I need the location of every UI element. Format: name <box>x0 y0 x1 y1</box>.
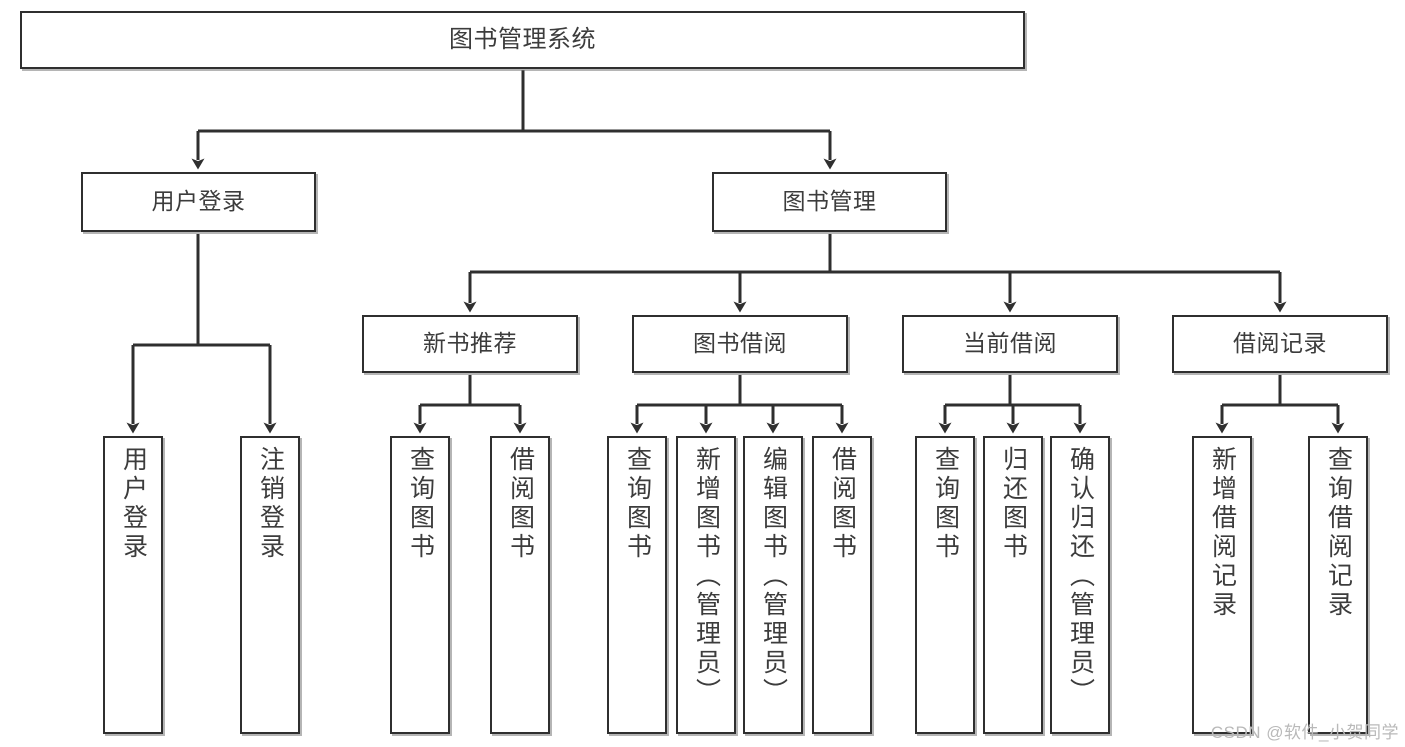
node-borrow-record[interactable]: 借阅记录 <box>1172 315 1388 373</box>
node-label: 图书借阅 <box>693 330 787 357</box>
node-book-borrow[interactable]: 图书借阅 <box>632 315 848 373</box>
leaf-record-add-borrow-record[interactable]: 新增借阅记录 <box>1192 436 1252 734</box>
node-label: 用户登录 <box>119 446 148 562</box>
node-label: 注销登录 <box>256 446 285 562</box>
leaf-user-login-logout[interactable]: 注销登录 <box>240 436 300 734</box>
leaf-current-query-book[interactable]: 查询图书 <box>915 436 975 734</box>
node-label: 当前借阅 <box>963 330 1057 357</box>
node-label: 查询借阅记录 <box>1324 446 1353 620</box>
node-label: 确认归还（管理员） <box>1066 446 1095 707</box>
leaf-record-query-borrow-record[interactable]: 查询借阅记录 <box>1308 436 1368 734</box>
leaf-borrow-borrow-book[interactable]: 借阅图书 <box>812 436 872 734</box>
node-label: 借阅记录 <box>1233 330 1327 357</box>
leaf-user-login-login[interactable]: 用户登录 <box>103 436 163 734</box>
node-label: 借阅图书 <box>506 446 535 562</box>
node-root-book-management-system[interactable]: 图书管理系统 <box>20 11 1025 69</box>
leaf-recommend-query-book[interactable]: 查询图书 <box>390 436 450 734</box>
node-label: 归还图书 <box>999 446 1028 562</box>
node-label: 查询图书 <box>623 446 652 562</box>
leaf-borrow-edit-book-admin[interactable]: 编辑图书（管理员） <box>743 436 803 734</box>
node-label: 图书管理 <box>782 188 877 215</box>
node-label: 查询图书 <box>931 446 960 562</box>
node-new-book-recommend[interactable]: 新书推荐 <box>362 315 578 373</box>
node-label: 用户登录 <box>151 188 246 215</box>
node-user-login[interactable]: 用户登录 <box>81 172 316 232</box>
node-current-borrow[interactable]: 当前借阅 <box>902 315 1118 373</box>
node-label: 新增图书（管理员） <box>692 446 721 707</box>
leaf-borrow-query-book[interactable]: 查询图书 <box>607 436 667 734</box>
leaf-borrow-add-book-admin[interactable]: 新增图书（管理员） <box>676 436 736 734</box>
node-label: 新书推荐 <box>423 330 517 357</box>
node-label: 查询图书 <box>406 446 435 562</box>
csdn-watermark: CSDN @软件_小贺同学 <box>1210 723 1399 742</box>
node-label: 图书管理系统 <box>449 25 596 53</box>
node-book-management[interactable]: 图书管理 <box>712 172 947 232</box>
node-label: 编辑图书（管理员） <box>759 446 788 707</box>
node-label: 借阅图书 <box>828 446 857 562</box>
leaf-current-return-book[interactable]: 归还图书 <box>983 436 1043 734</box>
leaf-recommend-borrow-book[interactable]: 借阅图书 <box>490 436 550 734</box>
leaf-current-confirm-return-admin[interactable]: 确认归还（管理员） <box>1050 436 1110 734</box>
node-label: 新增借阅记录 <box>1208 446 1237 620</box>
